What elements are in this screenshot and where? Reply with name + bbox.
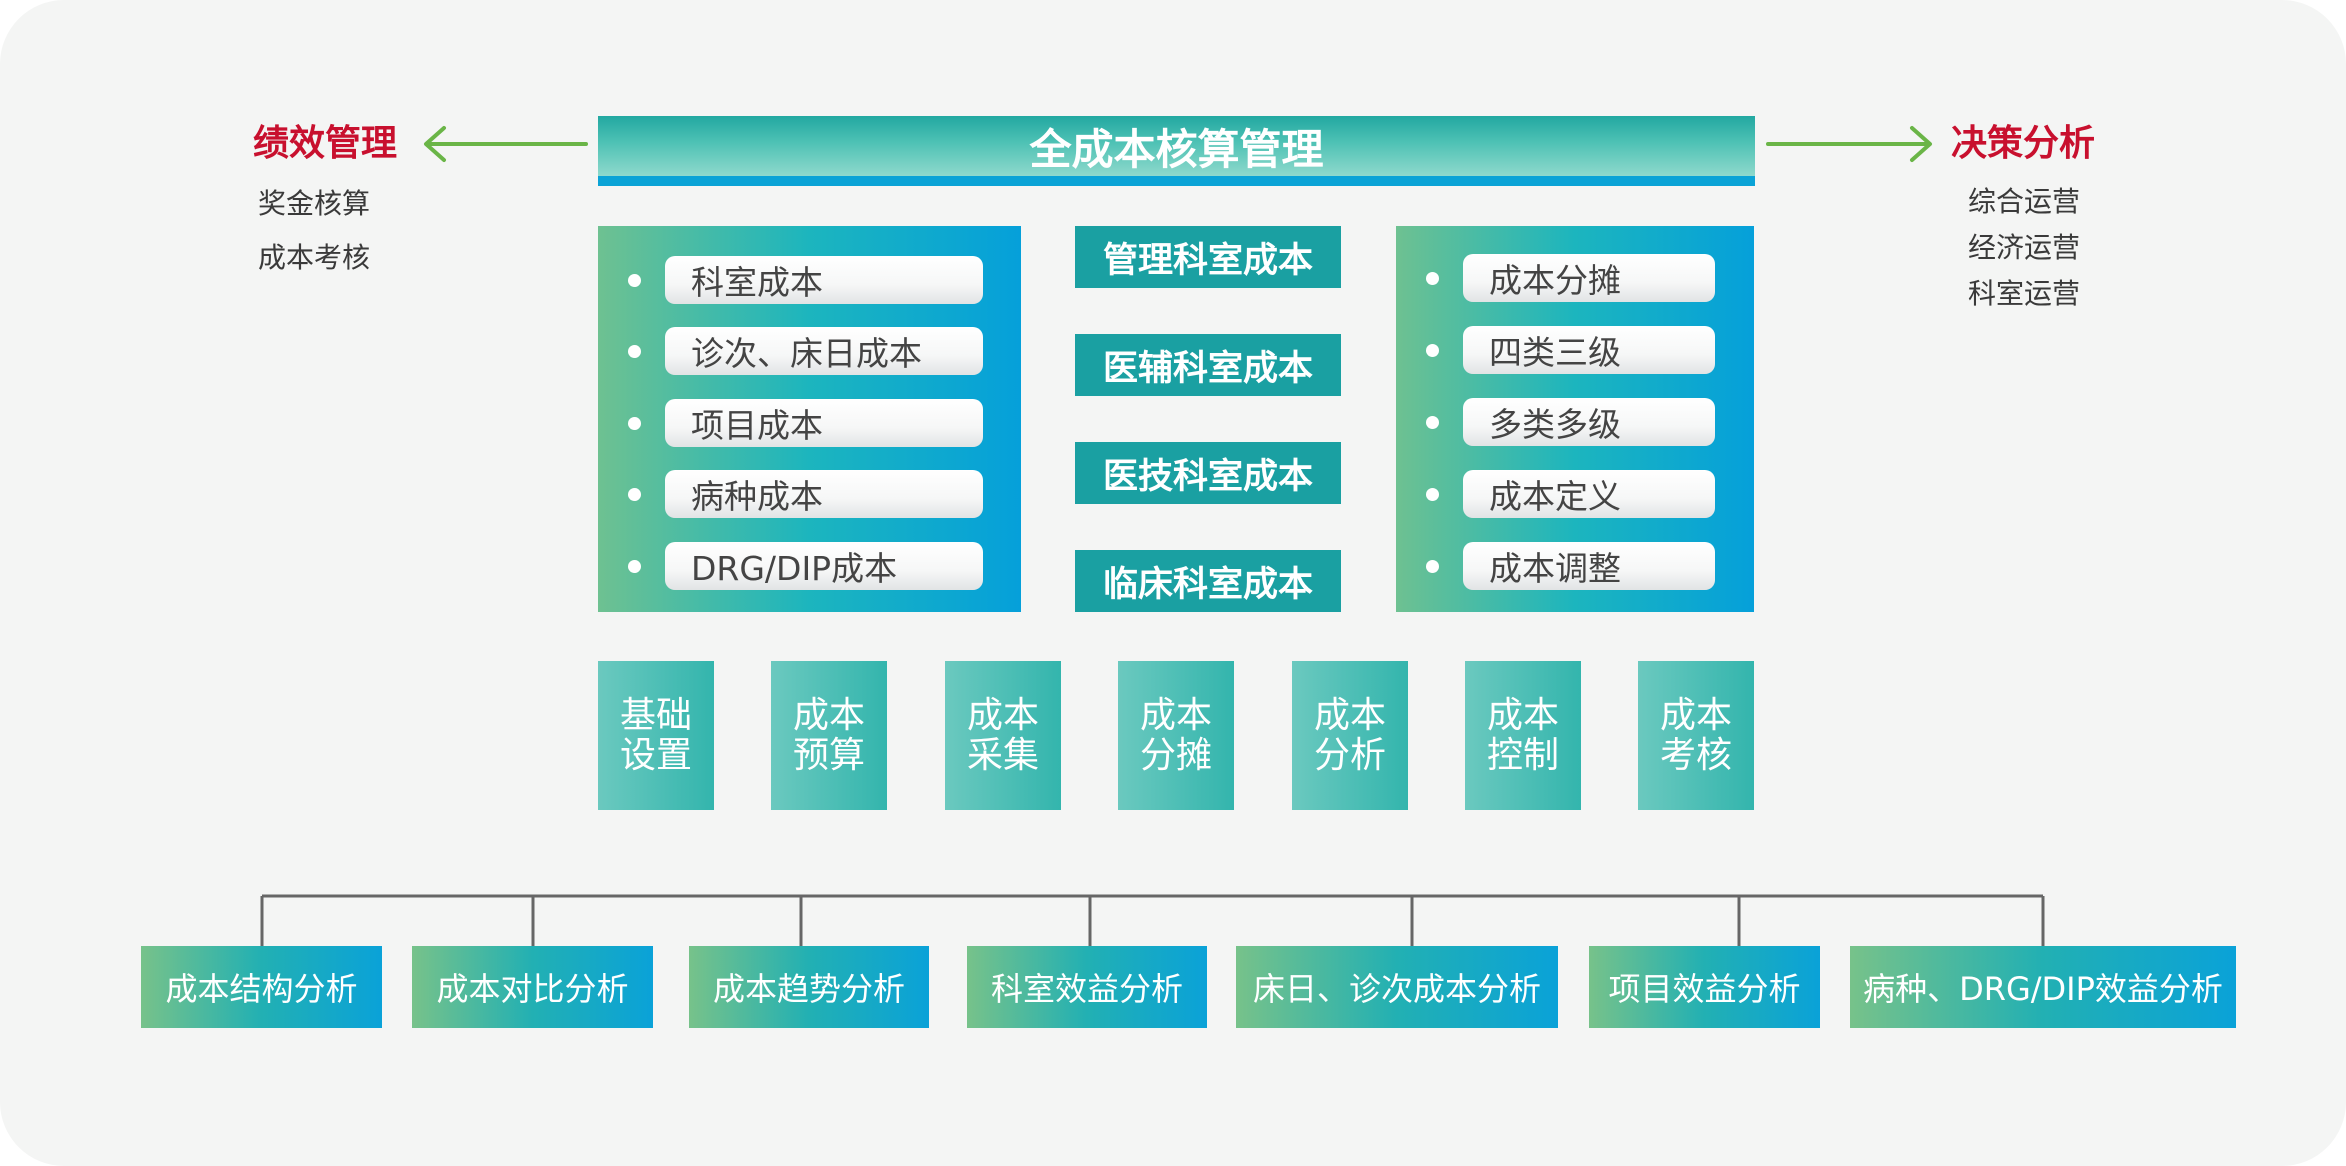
pill-label: 多类多级	[1463, 398, 1715, 446]
analysis-box: 病种、DRG/DIP效益分析	[1850, 946, 2236, 1028]
left-side-item: 奖金核算	[258, 187, 371, 220]
analysis-box: 成本趋势分析	[689, 946, 929, 1028]
pill-label: 成本分摊	[1463, 254, 1715, 302]
analysis-box: 成本对比分析	[412, 946, 653, 1028]
left-cost-panel: 科室成本 诊次、床日成本 项目成本 病种成本 DRG/DIP成本	[598, 226, 1021, 612]
module-box: 成本 采集	[945, 661, 1061, 810]
list-item: 科室成本	[628, 256, 983, 304]
bullet-icon	[1426, 343, 1439, 357]
middle-box: 临床科室成本	[1075, 550, 1341, 612]
middle-box: 医辅科室成本	[1075, 334, 1341, 396]
bullet-icon	[1426, 415, 1439, 429]
analysis-box: 成本结构分析	[141, 946, 382, 1028]
module-label-line2: 采集	[966, 734, 1039, 776]
right-side-title: 决策分析	[1951, 123, 2096, 164]
module-label-line1: 成本	[966, 694, 1039, 736]
bullet-icon	[1426, 271, 1439, 285]
pill-label: 诊次、床日成本	[665, 327, 983, 375]
bullet-icon	[628, 416, 641, 430]
bullet-icon	[628, 344, 641, 358]
module-label-line1: 成本	[1659, 694, 1732, 736]
bullet-icon	[1426, 559, 1439, 573]
list-item: 多类多级	[1426, 398, 1715, 446]
module-label-line2: 分析	[1313, 734, 1386, 776]
list-item: DRG/DIP成本	[628, 542, 983, 590]
left-side-title: 绩效管理	[253, 123, 398, 164]
pill-label: 科室成本	[665, 256, 983, 304]
list-item: 诊次、床日成本	[628, 327, 983, 375]
analysis-box: 科室效益分析	[967, 946, 1207, 1028]
bullet-icon	[628, 273, 641, 287]
module-box: 成本 分摊	[1118, 661, 1234, 810]
module-label-line1: 成本	[1486, 694, 1559, 736]
top-title-bar: 全成本核算管理	[598, 116, 1755, 186]
module-label-line1: 成本	[792, 694, 865, 736]
module-box: 成本 分析	[1292, 661, 1408, 810]
list-item: 成本分摊	[1426, 254, 1715, 302]
right-side-item: 经济运营	[1968, 231, 2081, 264]
module-label-line2: 分摊	[1139, 734, 1212, 776]
left-arrow	[424, 126, 588, 162]
middle-box: 医技科室成本	[1075, 442, 1341, 504]
analysis-tree-lines	[260, 894, 2045, 946]
module-label-line2: 考核	[1659, 734, 1732, 776]
analysis-box: 项目效益分析	[1589, 946, 1820, 1028]
list-item: 四类三级	[1426, 326, 1715, 374]
pill-label: 成本定义	[1463, 470, 1715, 518]
module-label-line1: 基础	[619, 694, 692, 736]
pill-label: 成本调整	[1463, 542, 1715, 590]
module-box: 成本 预算	[771, 661, 887, 810]
right-cost-panel: 成本分摊 四类三级 多类多级 成本定义 成本调整	[1396, 226, 1754, 612]
module-label-line1: 成本	[1139, 694, 1212, 736]
right-arrow	[1766, 126, 1932, 162]
module-label-line2: 控制	[1486, 734, 1559, 776]
module-label-line2: 设置	[619, 734, 692, 776]
bullet-icon	[628, 487, 641, 501]
module-label-line1: 成本	[1313, 694, 1386, 736]
module-box: 基础 设置	[598, 661, 714, 810]
left-side-item: 成本考核	[258, 241, 371, 274]
pill-label: 病种成本	[665, 470, 983, 518]
bullet-icon	[1426, 487, 1439, 501]
pill-label: DRG/DIP成本	[665, 542, 983, 590]
module-label-line2: 预算	[792, 734, 865, 776]
pill-label: 项目成本	[665, 399, 983, 447]
pill-label: 四类三级	[1463, 326, 1715, 374]
module-box: 成本 控制	[1465, 661, 1581, 810]
list-item: 成本调整	[1426, 542, 1715, 590]
bullet-icon	[628, 559, 641, 573]
list-item: 病种成本	[628, 470, 983, 518]
right-side-item: 综合运营	[1968, 185, 2081, 218]
list-item: 成本定义	[1426, 470, 1715, 518]
module-box: 成本 考核	[1638, 661, 1754, 810]
middle-box: 管理科室成本	[1075, 226, 1341, 288]
right-side-item: 科室运营	[1968, 277, 2081, 310]
analysis-box: 床日、诊次成本分析	[1236, 946, 1558, 1028]
list-item: 项目成本	[628, 399, 983, 447]
